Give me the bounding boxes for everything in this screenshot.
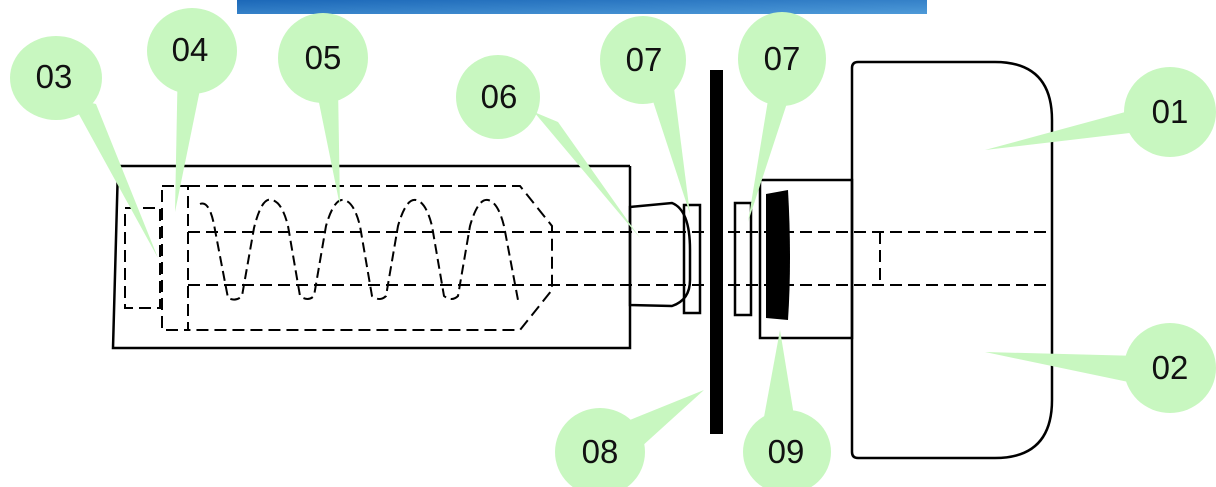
- callout-label-04: 04: [172, 31, 209, 68]
- callout-leaders: [70, 56, 1140, 448]
- callout-bubble-02: [1124, 323, 1216, 413]
- callout-bubble-03: [10, 36, 102, 120]
- callout-label-02: 02: [1152, 349, 1189, 386]
- callout-bubble-07a: [600, 16, 686, 104]
- callout-bubble-01: [1124, 67, 1216, 157]
- callout-label-07b: 07: [764, 40, 801, 77]
- knob-hub: [758, 178, 854, 340]
- callout-label-05: 05: [305, 39, 342, 76]
- callout-bubble-05: [278, 13, 368, 103]
- callout-bubble-07b: [738, 12, 826, 106]
- knob-body: [850, 60, 1054, 460]
- callout-label-09: 09: [768, 433, 805, 470]
- hex-nut: [628, 201, 692, 308]
- top-banner-image: [237, 0, 927, 14]
- callout-bubble-08: [555, 408, 645, 487]
- washer-left: [682, 203, 702, 315]
- callout-label-01: 01: [1152, 93, 1189, 130]
- hidden-lines: [124, 185, 1050, 331]
- panel-plate: [710, 70, 723, 434]
- callout-label-08: 08: [582, 433, 619, 470]
- spring-coil: [199, 198, 519, 301]
- mechanical-drawing: [111, 60, 1054, 460]
- callout-bubble-06: [456, 55, 540, 139]
- callout-label-06: 06: [481, 78, 518, 115]
- callout-labels: 03 04 05 06 07 07 01 02 08 09: [36, 31, 1189, 470]
- callout-bubbles: [10, 8, 1216, 487]
- callout-label-07a: 07: [626, 41, 663, 78]
- washer-right: [733, 201, 753, 317]
- callout-bubble-04: [147, 8, 237, 94]
- gasket: [766, 190, 790, 320]
- callout-label-03: 03: [36, 58, 73, 95]
- callout-bubble-09: [743, 410, 831, 487]
